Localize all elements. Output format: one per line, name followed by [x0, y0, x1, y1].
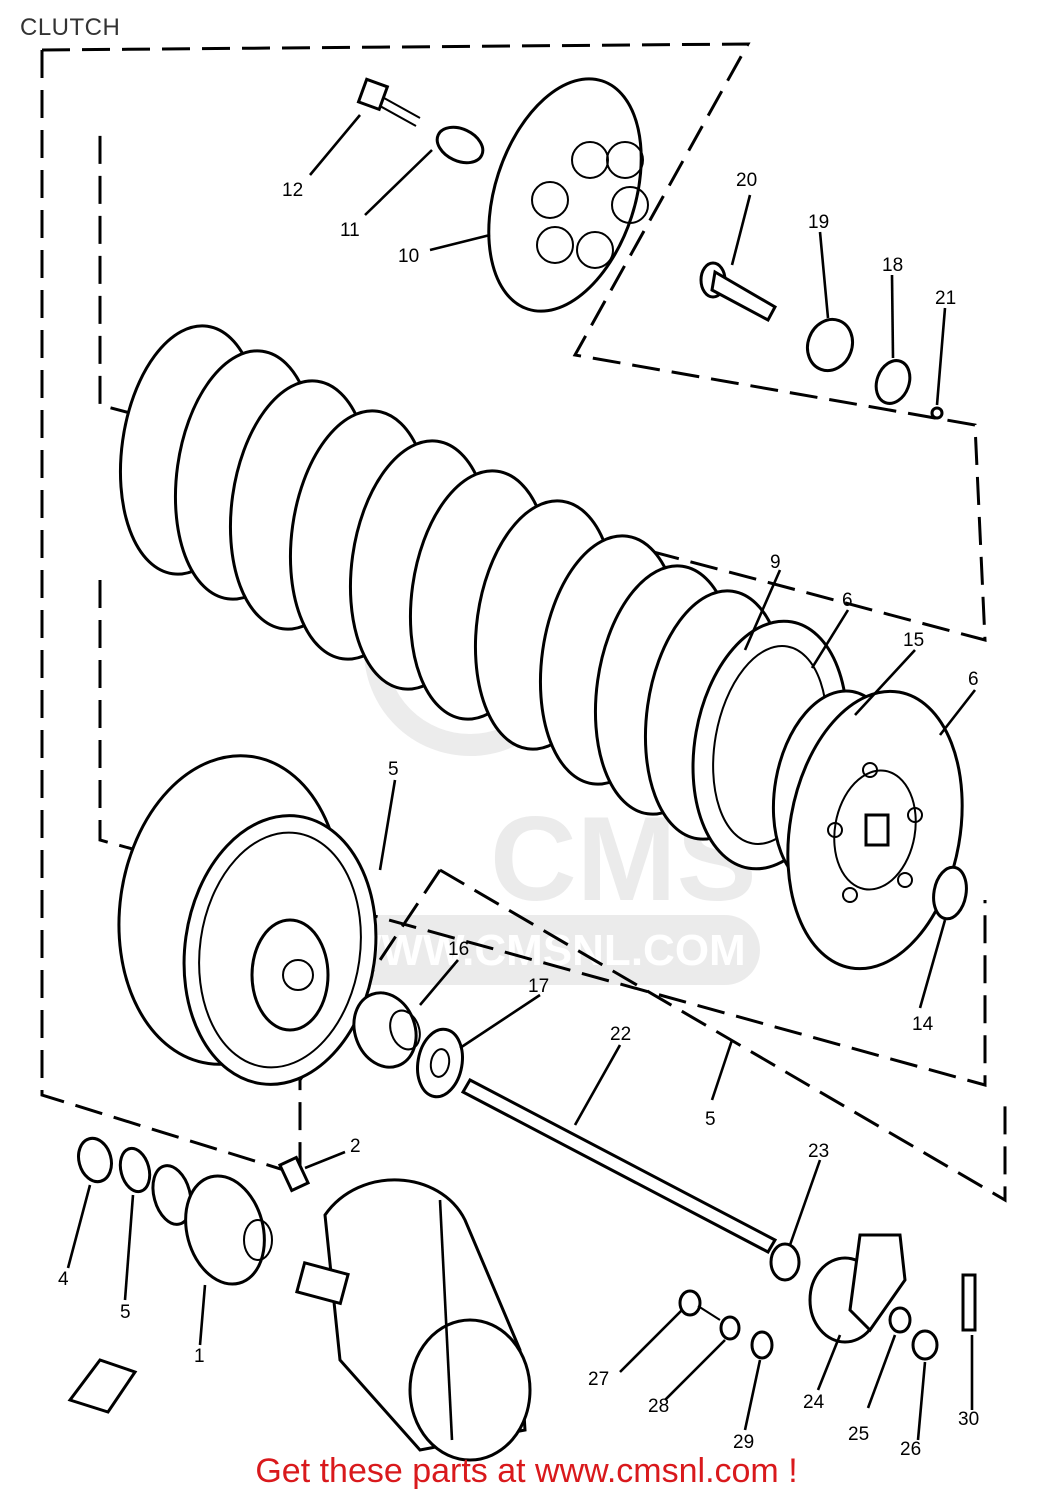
callout-12: 11: [340, 220, 360, 241]
callout-13: 12: [282, 180, 303, 201]
watermark: CMS WWW.CMSNL.COM: [320, 544, 760, 985]
callout-27: 29: [733, 1432, 754, 1453]
leader-lines: [66, 114, 977, 1441]
callout-25: 27: [588, 1369, 609, 1390]
callout-23: 23: [808, 1141, 829, 1162]
primary-drive-gears: [77, 1136, 273, 1286]
callout-19: 19: [808, 212, 829, 233]
callout-10: 9: [770, 552, 781, 573]
callout-24: 24: [803, 1392, 825, 1413]
callout-15: 15: [903, 630, 924, 651]
callout-29: 26: [900, 1439, 921, 1460]
callout-21: 21: [935, 288, 956, 309]
callout-1: 1: [194, 1346, 205, 1367]
callout-16: 16: [448, 939, 469, 960]
bolt-and-spring: [356, 77, 485, 165]
push-lever-assembly: [678, 1233, 977, 1361]
callout-labels: 12 11 10 20 19 18 21 9 6 15 6 5 16 17 22…: [58, 170, 979, 1460]
callout-30: 30: [958, 1409, 979, 1430]
callout-22: 22: [610, 1024, 631, 1045]
callout-5-lower: 5: [120, 1302, 131, 1323]
callout-28: 25: [848, 1424, 869, 1445]
callout-26: 28: [648, 1396, 669, 1417]
pressure-plate: [487, 77, 649, 313]
callout-18: 18: [882, 255, 903, 276]
push-rod-parts: [699, 261, 944, 420]
callout-14: 14: [912, 1014, 934, 1035]
callout-9: 6: [842, 590, 853, 611]
clutch-housing: [117, 754, 378, 1086]
callout-8: 6: [968, 669, 979, 690]
front-arrow-icon: [67, 1358, 138, 1414]
callout-17: 17: [528, 976, 549, 997]
callout-2: 2: [350, 1136, 361, 1157]
callout-11: 10: [398, 246, 419, 267]
washer-14: [932, 865, 968, 921]
crankshaft: [277, 1155, 532, 1462]
watermark-url: WWW.CMSNL.COM: [340, 926, 746, 975]
spacer-and-washer: [352, 991, 464, 1099]
callout-5-upper: 5: [705, 1109, 716, 1130]
callout-6: 5: [388, 759, 399, 780]
callout-20: 20: [736, 170, 757, 191]
clutch-disk: [786, 689, 964, 971]
page-title: CLUTCH: [20, 14, 121, 41]
push-rod: [460, 1078, 778, 1254]
callout-4: 4: [58, 1269, 69, 1290]
footer-link[interactable]: Get these parts at www.cmsnl.com !: [255, 1452, 798, 1490]
